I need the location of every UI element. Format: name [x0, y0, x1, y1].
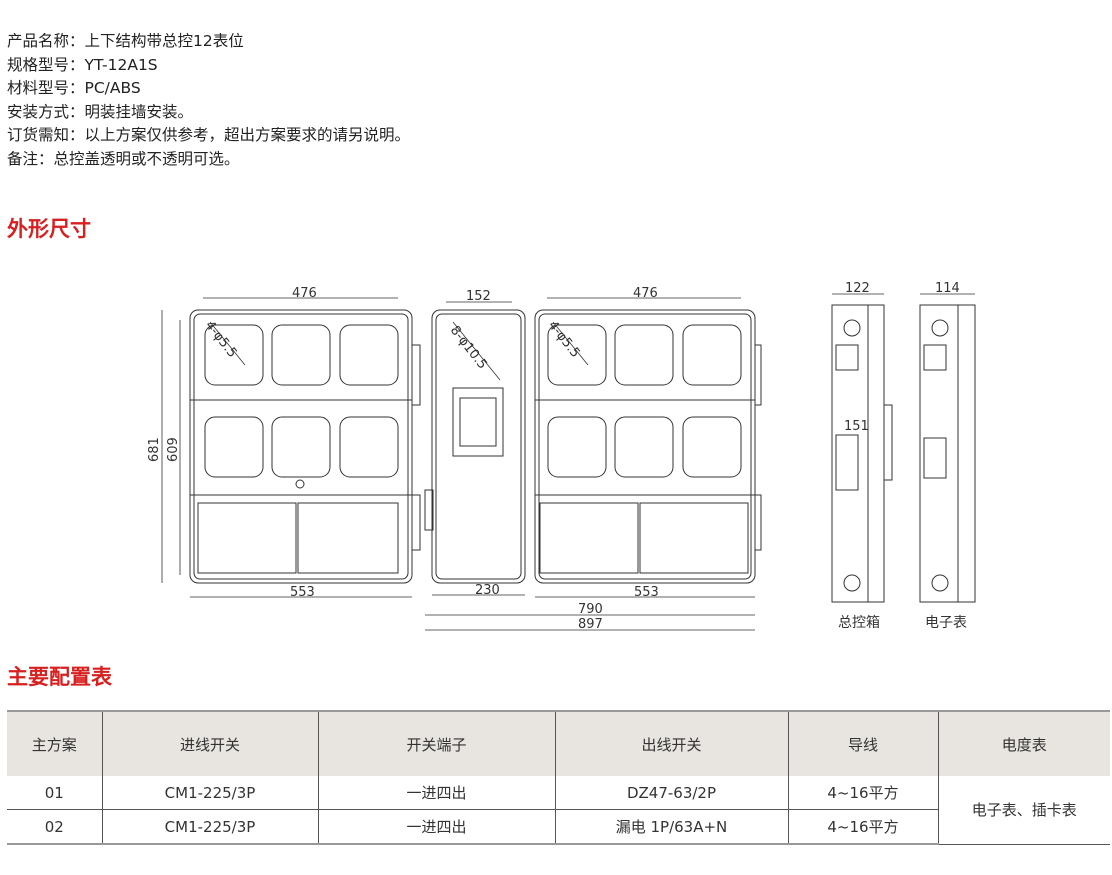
caption-meter-box: 电子表 — [925, 615, 967, 631]
config-table: 主方案 进线开关 开关端子 出线开关 导线 电度表 01 CM1-225/3P … — [7, 710, 1110, 845]
dimension-lines — [161, 293, 975, 631]
side-view-meter — [919, 304, 976, 603]
column-header: 出线开关 — [554, 710, 788, 776]
side-view-main — [831, 304, 893, 603]
dim-label: 151 — [844, 419, 869, 434]
table-cell: 02 — [7, 809, 102, 845]
dim-label: 476 — [292, 286, 317, 301]
hole-label: 8-φ10.5 — [447, 323, 490, 372]
dimension-drawing: 476 152 476 122 114 681 609 553 230 553 … — [147, 281, 976, 632]
caption-main-box: 总控箱 — [838, 615, 880, 631]
dim-label: 790 — [578, 602, 603, 617]
section-title-config: 主要配置表 — [7, 665, 112, 689]
info-row: 安装方式：明装挂墙安装。 — [7, 102, 194, 121]
section-title-dimensions: 外形尺寸 — [7, 217, 91, 241]
table-cell: DZ47-63/2P — [554, 776, 788, 810]
dim-label: 230 — [475, 583, 500, 598]
table-cell: CM1-225/3P — [101, 809, 318, 845]
column-header: 导线 — [787, 710, 938, 776]
dim-label: 553 — [634, 585, 659, 600]
table-cell: 漏电 1P/63A+N — [554, 809, 788, 845]
product-info: 产品名称：上下结构带总控12表位 规格型号：YT-12A1S 材料型号：PC/A… — [7, 30, 410, 171]
column-header: 主方案 — [7, 710, 102, 776]
column-header: 开关端子 — [317, 710, 555, 776]
dim-label: 122 — [845, 281, 870, 296]
table-cell: 4~16平方 — [787, 809, 938, 845]
column-header: 进线开关 — [101, 710, 318, 776]
dim-label: 609 — [166, 437, 181, 462]
dim-label: 114 — [935, 281, 960, 296]
dim-label: 476 — [633, 286, 658, 301]
right-meter-box — [534, 309, 762, 584]
info-row: 备注：总控盖透明或不透明可选。 — [7, 149, 240, 168]
dim-label: 681 — [147, 437, 162, 462]
table-cell: 01 — [7, 776, 102, 810]
info-row: 规格型号：YT-12A1S — [7, 55, 158, 74]
main-control-box — [424, 309, 526, 584]
table-cell: 电子表、插卡表 — [937, 776, 1110, 845]
left-meter-box — [189, 309, 421, 584]
info-row: 订货需知：以上方案仅供参考，超出方案要求的请另说明。 — [7, 126, 411, 144]
table-cell: 4~16平方 — [787, 776, 938, 810]
info-row: 产品名称：上下结构带总控12表位 — [7, 32, 244, 50]
table-cell: 一进四出 — [317, 776, 555, 810]
dim-label: 553 — [290, 585, 315, 600]
table-row: 01 CM1-225/3P 一进四出 DZ47-63/2P 4~16平方 电子表… — [7, 776, 1110, 845]
table-cell: 一进四出 — [317, 809, 555, 845]
column-header: 电度表 — [937, 710, 1110, 776]
dim-label: 897 — [578, 617, 603, 632]
table-header-row: 主方案 进线开关 开关端子 出线开关 导线 电度表 — [7, 710, 1110, 776]
table-cell: CM1-225/3P — [101, 776, 318, 810]
info-row: 材料型号：PC/ABS — [7, 79, 141, 97]
table-row: 02 CM1-225/3P 一进四出 漏电 1P/63A+N 4~16平方 — [7, 809, 1110, 845]
dim-label: 152 — [466, 289, 491, 304]
